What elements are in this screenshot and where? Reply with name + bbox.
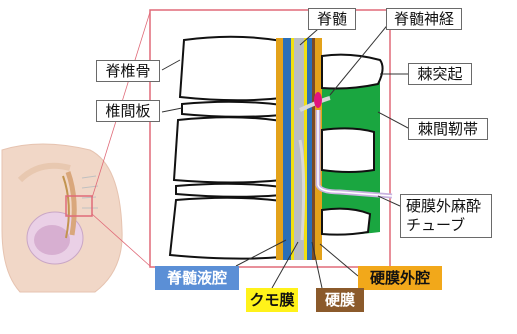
label-vertebra: 脊椎骨 [96,60,160,82]
spinal-nerve-root [298,139,306,241]
arachnoid-right-strip [304,38,307,260]
label-spinal-cord: 脊髄 [308,8,356,30]
label-epidural-tube-line1: 硬膜外麻酔 [406,197,482,216]
vertebra-body-bottom [168,196,283,260]
label-spinal-nerve: 脊髄神経 [386,8,462,30]
label-subarachnoid-space: 脊髄液腔 [155,266,239,290]
label-epidural-tube-line2: チューブ [406,216,466,234]
pregnant-patient-thumbnail [1,143,123,293]
spinal-cord [294,38,304,260]
intervertebral-disc-bottom [175,182,283,198]
spinous-process-middle [321,127,375,173]
vertebra-body-top [178,35,283,102]
zoom-line-bottom [91,213,151,267]
epidural-space-left-strip [276,38,283,260]
label-spinous-process: 棘突起 [408,63,472,85]
spinous-process-bottom [321,207,372,236]
leader-lines [161,21,409,289]
thumbnail-highlight-box [65,195,93,217]
arachnoid-left-strip [291,38,294,260]
csf-space-right-strip [307,38,312,260]
label-dura: 硬膜 [316,288,364,312]
label-arachnoid: クモ膜 [246,288,298,312]
epidural-catheter-inner [317,110,393,197]
label-intervertebral-disc: 椎間板 [96,100,160,122]
label-epidural-tube: 硬膜外麻酔 チューブ [400,194,492,238]
epidural-needle-tip [314,92,322,108]
vertebra-body-middle [172,116,283,184]
csf-space-left-strip [283,38,291,260]
label-epidural-space: 硬膜外腔 [358,266,442,290]
intervertebral-disc-top [181,100,283,118]
label-interspinous-ligament: 棘間靭帯 [408,118,488,140]
dura-strip [312,38,315,260]
spinous-process-top [321,53,384,90]
